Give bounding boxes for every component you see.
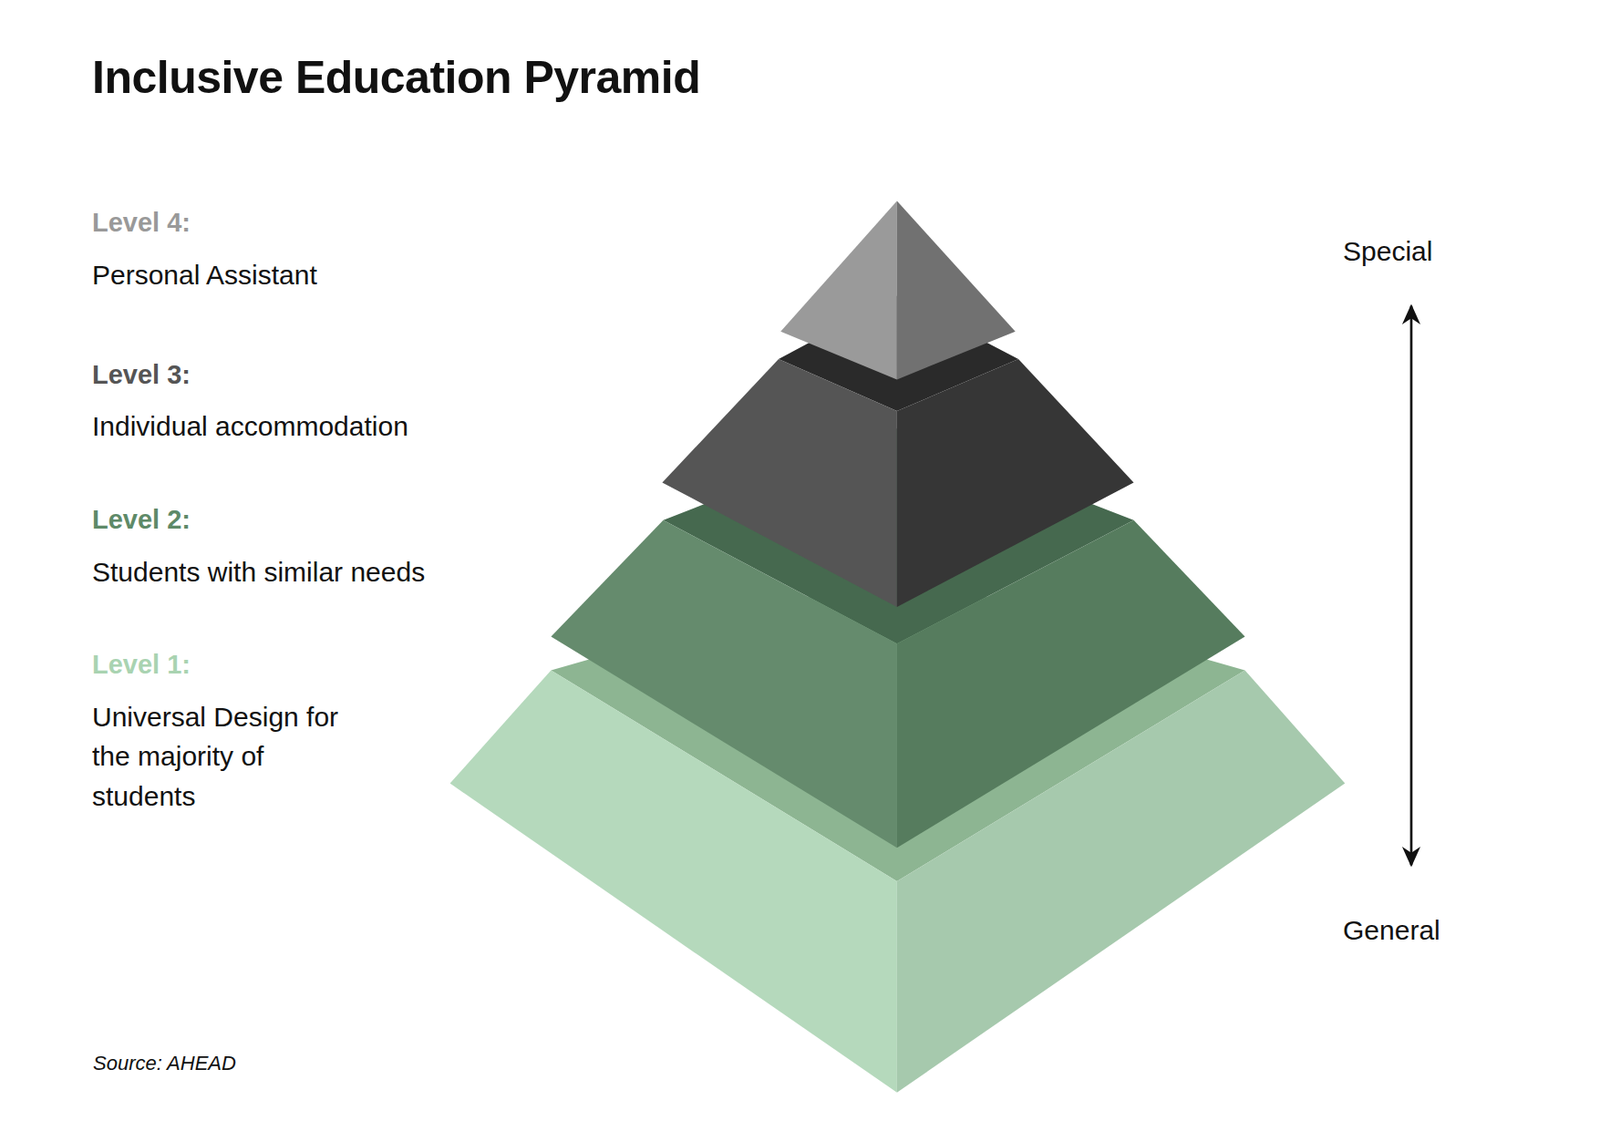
scale-arrow (1410, 306, 1414, 866)
level-description: Universal Design for the majority of stu… (92, 697, 352, 817)
level-description: Individual accommodation (92, 406, 409, 447)
caption: Source: AHEAD (92, 1052, 237, 1076)
title: Inclusive Education Pyramid (92, 51, 701, 104)
level-description: Personal Assistant (92, 255, 318, 296)
level-description: Students with similar needs (92, 552, 425, 593)
level-heading: Level 2: (92, 500, 191, 539)
scale-end-label: Special (1342, 231, 1433, 272)
pyramid-level-4 (780, 201, 1015, 381)
level-heading: Level 1: (92, 645, 191, 684)
level-heading: Level 4: (92, 203, 191, 242)
level-heading: Level 3: (92, 355, 191, 394)
scale-end-label: General (1342, 910, 1441, 951)
